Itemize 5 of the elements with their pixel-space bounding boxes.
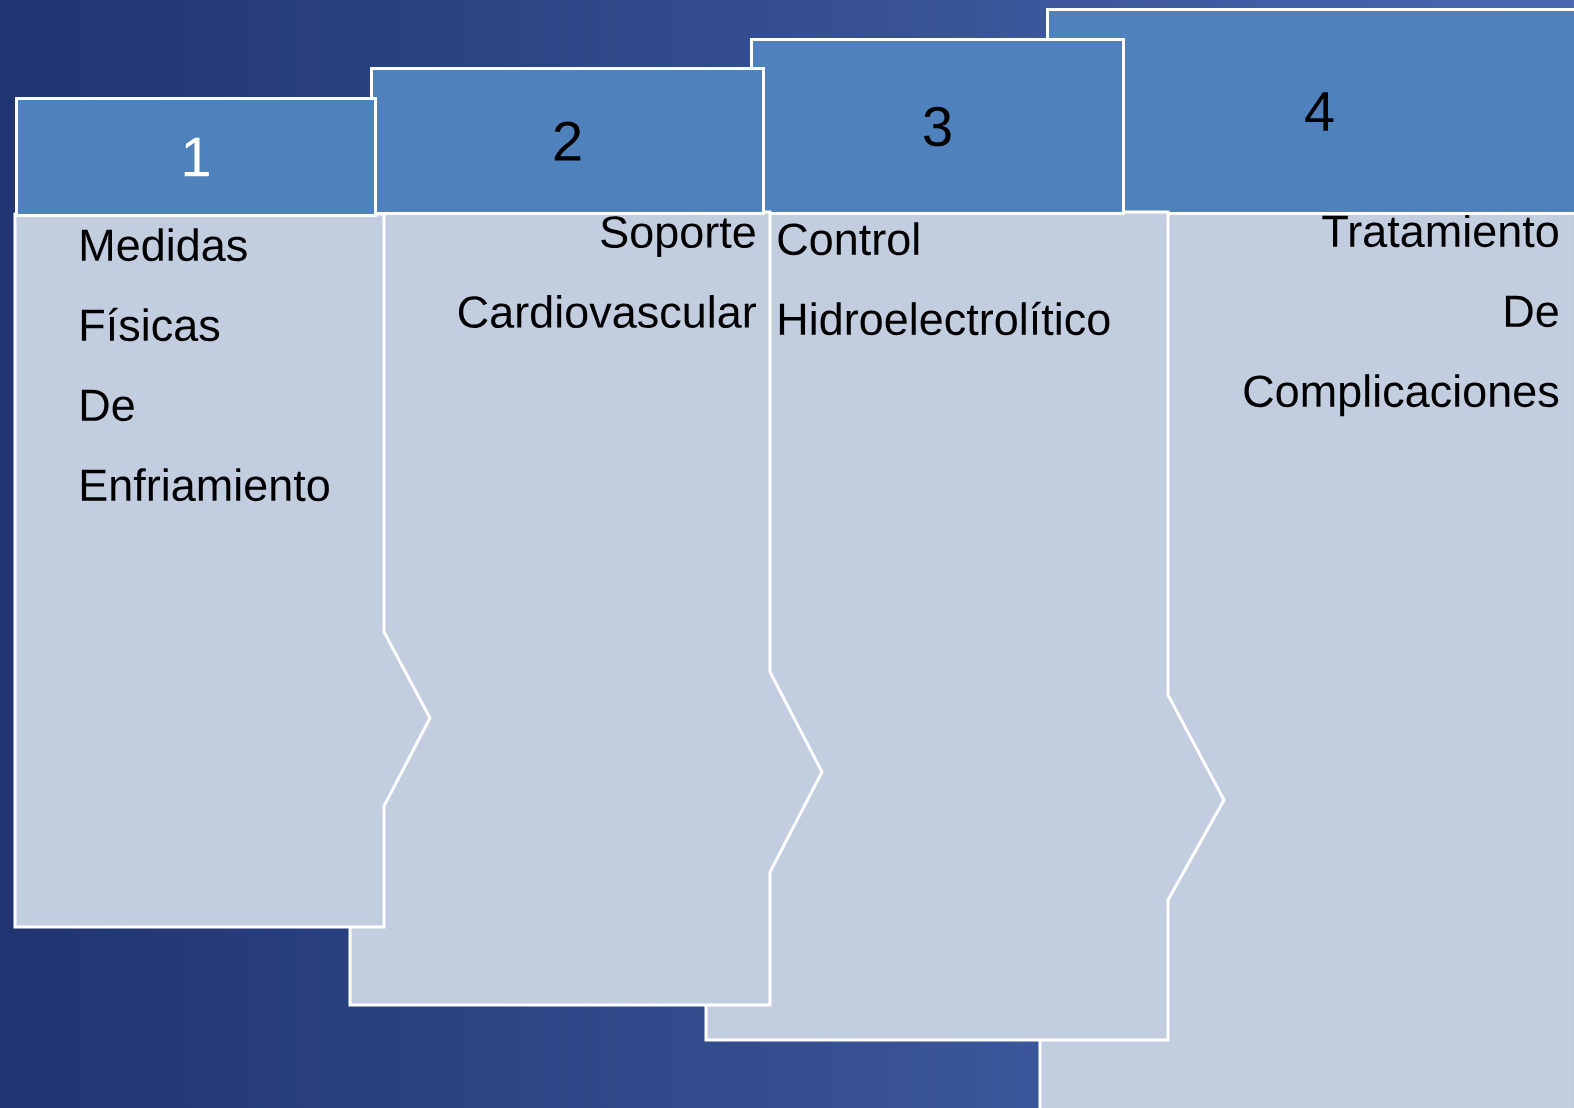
header-tab: 2 [370, 67, 765, 215]
node-label: 4 [1305, 92, 1334, 131]
header-tab: 3 [750, 38, 1125, 215]
node-label: Tratamiento De Complicaciones [1244, 214, 1559, 417]
header-tab: 1 [15, 97, 377, 217]
